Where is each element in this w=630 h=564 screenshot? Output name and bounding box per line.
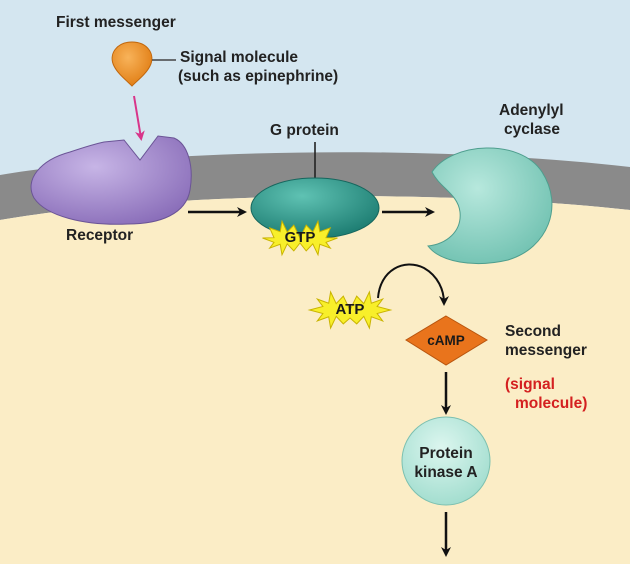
- signal-molecule-note-line1: (signal: [505, 376, 555, 393]
- signal-molecule-label: Signal molecule: [180, 49, 299, 66]
- adenylyl-cyclase-label-line1: Adenylyl: [499, 102, 564, 119]
- atp-burst: [307, 290, 393, 330]
- first-messenger-label: First messenger: [56, 14, 176, 31]
- second-messenger-label-line2: messenger: [505, 342, 587, 359]
- signal-molecule-example-label: (such as epinephrine): [178, 68, 339, 85]
- protein-kinase-a-label-line1: Protein: [419, 445, 473, 462]
- adenylyl-cyclase-shape: [427, 147, 553, 265]
- second-messenger-label-line1: Second: [505, 323, 561, 340]
- arrow-atp-to-camp: [377, 263, 449, 306]
- adenylyl-cyclase-label-line2: cyclase: [504, 121, 561, 138]
- signal-molecule-note-line2: molecule): [515, 395, 588, 412]
- gtp-burst: [262, 219, 338, 257]
- signal-molecule-shape: [111, 41, 153, 87]
- protein-kinase-a-shape: [401, 416, 491, 506]
- g-protein-label: G protein: [270, 122, 339, 139]
- gtp-label: GTP: [284, 229, 316, 246]
- receptor-shape: [30, 135, 192, 225]
- receptor-label: Receptor: [66, 227, 134, 244]
- camp-diamond: [405, 315, 488, 366]
- pink-binding-arrow: [133, 95, 145, 141]
- camp-label: cAMP: [427, 333, 465, 348]
- atp-label: ATP: [335, 301, 365, 318]
- protein-kinase-a-label-line2: kinase A: [414, 464, 478, 481]
